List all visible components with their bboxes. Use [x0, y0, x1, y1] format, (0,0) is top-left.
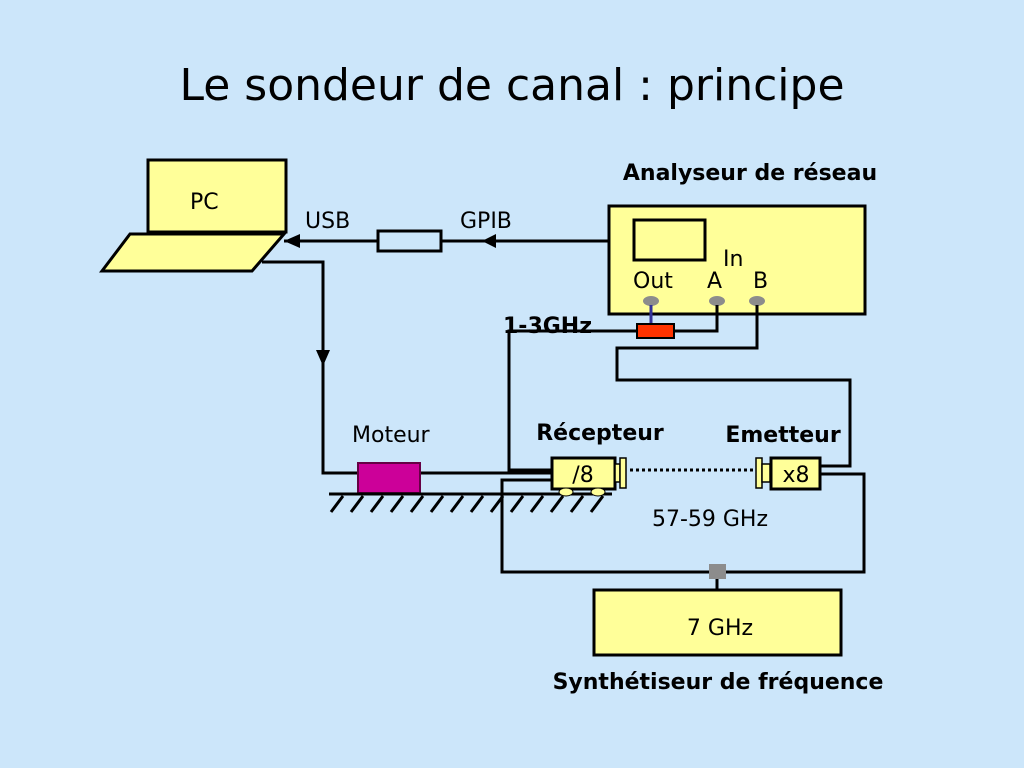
transmitter: Emetteur x8	[725, 423, 841, 491]
synthesizer-title: Synthétiseur de fréquence	[553, 670, 884, 695]
gpib-label: GPIB	[460, 209, 512, 234]
network-analyzer-title: Analyseur de réseau	[623, 161, 877, 186]
transmitter-multiplier-label: x8	[782, 463, 809, 488]
bus-arrow-gpib	[482, 234, 496, 248]
transmitter-box	[769, 456, 822, 491]
ground-rail	[329, 492, 612, 513]
slide-title: Le sondeur de canal : principe	[179, 60, 844, 111]
usb-label: USB	[305, 209, 350, 234]
in-label: In	[723, 247, 743, 272]
filter-label: 1-3GHz	[503, 314, 592, 339]
usb-gpib-adapter	[376, 229, 443, 253]
filter: 1-3GHz	[503, 314, 675, 339]
transmitter-antenna-flange	[755, 457, 763, 489]
port-b-wire	[615, 305, 852, 468]
synthesizer: 7 GHz Synthétiseur de fréquence	[553, 588, 884, 695]
receiver: Récepteur /8	[536, 421, 664, 497]
synth-loop-wire	[500, 472, 866, 574]
port-b-label: B	[753, 269, 768, 294]
pc-screen	[146, 158, 288, 234]
receiver-antenna-flange	[619, 457, 627, 489]
wiring	[420, 305, 866, 604]
network-analyzer-display	[632, 218, 707, 262]
port-b-connector	[749, 296, 765, 306]
gpib-bus: USB GPIB	[284, 209, 609, 253]
receiver-divider-label: /8	[572, 463, 593, 488]
port-a-label: A	[707, 269, 722, 294]
motor: Moteur	[352, 423, 431, 494]
out-port-connector	[643, 296, 659, 306]
motor-label: Moteur	[352, 423, 431, 448]
receiver-wheel-right	[590, 487, 606, 497]
pc-keyboard	[98, 232, 288, 273]
link-frequency-label: 57-59 GHz	[652, 507, 768, 532]
filter-to-receiver-wire	[507, 329, 637, 472]
network-analyzer: Analyseur de réseau In Out A B	[607, 161, 877, 316]
transmitter-antenna-neck	[761, 463, 771, 483]
filter-box	[636, 323, 675, 339]
transmitter-title: Emetteur	[725, 423, 840, 448]
synthesizer-value-label: 7 GHz	[687, 616, 753, 641]
pc-label: PC	[190, 190, 219, 215]
receiver-title: Récepteur	[536, 421, 664, 446]
port-a-wire	[674, 305, 719, 333]
synthesizer-box	[592, 588, 843, 657]
motor-control-arrow	[316, 350, 330, 366]
out-label: Out	[633, 269, 673, 294]
bus-arrow-usb	[284, 234, 300, 248]
motor-control-wire	[262, 260, 358, 475]
motor-box	[357, 462, 421, 494]
receiver-wheel-left	[558, 487, 574, 497]
pc-laptop: PC	[98, 158, 288, 273]
synth-splitter	[709, 564, 726, 579]
port-a-connector	[709, 296, 725, 306]
